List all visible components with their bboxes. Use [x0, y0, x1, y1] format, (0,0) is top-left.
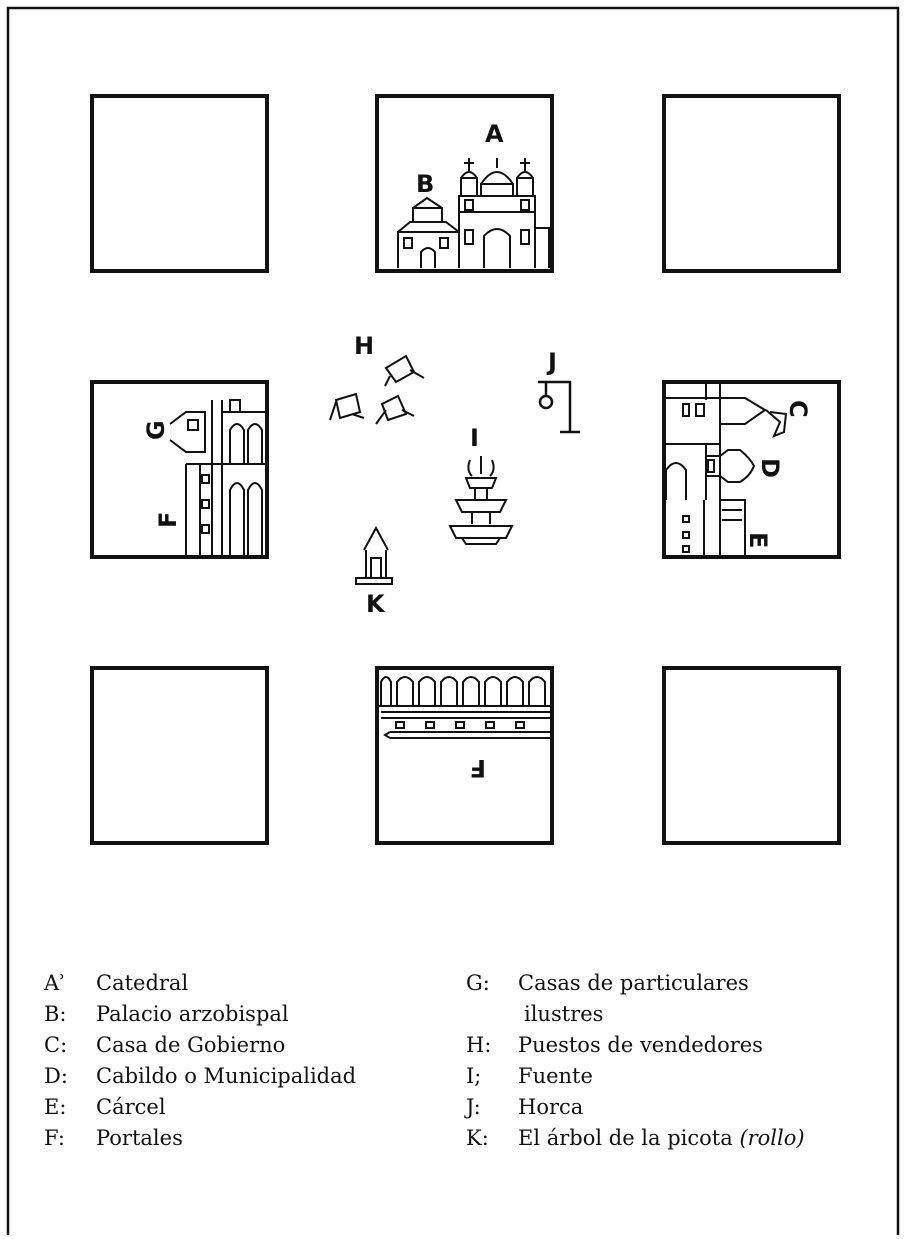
page-border — [6, 6, 900, 1235]
legend-item-B: B:Palacio arzobispal — [44, 1002, 289, 1026]
label-A: A — [485, 120, 504, 148]
label-K: K — [366, 590, 386, 618]
legend-item-G-continued: ilustres — [524, 1002, 604, 1026]
legend-item-I: I;Fuente — [466, 1064, 593, 1088]
legend-item-K-italic: (rollo) — [739, 1126, 805, 1150]
legend-item-H: H:Puestos de vendedores — [466, 1033, 763, 1057]
label-J: J — [546, 348, 557, 376]
houses-and-portals-left — [169, 399, 265, 557]
label-C: C — [784, 400, 812, 418]
portals-bottom — [377, 676, 552, 739]
legend-item-J: J:Horca — [466, 1095, 584, 1119]
block-top-center — [375, 94, 554, 273]
block-middle-right — [662, 380, 841, 559]
fountain-drawing — [448, 456, 514, 545]
legend-item-K: K:El árbol de la picota (rollo) — [466, 1123, 805, 1154]
legend-item-D: D:Cabildo o Municipalidad — [44, 1064, 357, 1088]
label-I: I — [470, 424, 479, 452]
cathedral-drawing — [397, 158, 550, 268]
label-H: H — [354, 332, 374, 360]
legend-item-G: G:Casas de particulares — [466, 971, 749, 995]
vendor-stalls — [329, 354, 425, 425]
label-F-left: F — [154, 512, 182, 528]
legend-item-C: C:Casa de Gobierno — [44, 1033, 286, 1057]
legend-item-F: F:Portales — [44, 1126, 183, 1150]
block-middle-left — [90, 380, 269, 559]
block-bottom-center — [375, 666, 554, 845]
label-E: E — [744, 532, 772, 548]
legend-right: G:Casas de particulares ilustres H:Puest… — [466, 968, 805, 1154]
label-B: B — [416, 170, 434, 198]
label-D: D — [756, 458, 784, 478]
pillory-drawing — [355, 525, 393, 585]
label-F-bottom: F — [470, 754, 486, 782]
gallows-drawing — [538, 380, 580, 434]
block-bottom-right — [662, 666, 841, 845]
block-bottom-left — [90, 666, 269, 845]
block-top-left — [90, 94, 269, 273]
block-top-right — [662, 94, 841, 273]
government-buildings-right — [665, 383, 788, 557]
label-G: G — [142, 420, 170, 440]
legend-item-E: E:Cárcel — [44, 1095, 166, 1119]
